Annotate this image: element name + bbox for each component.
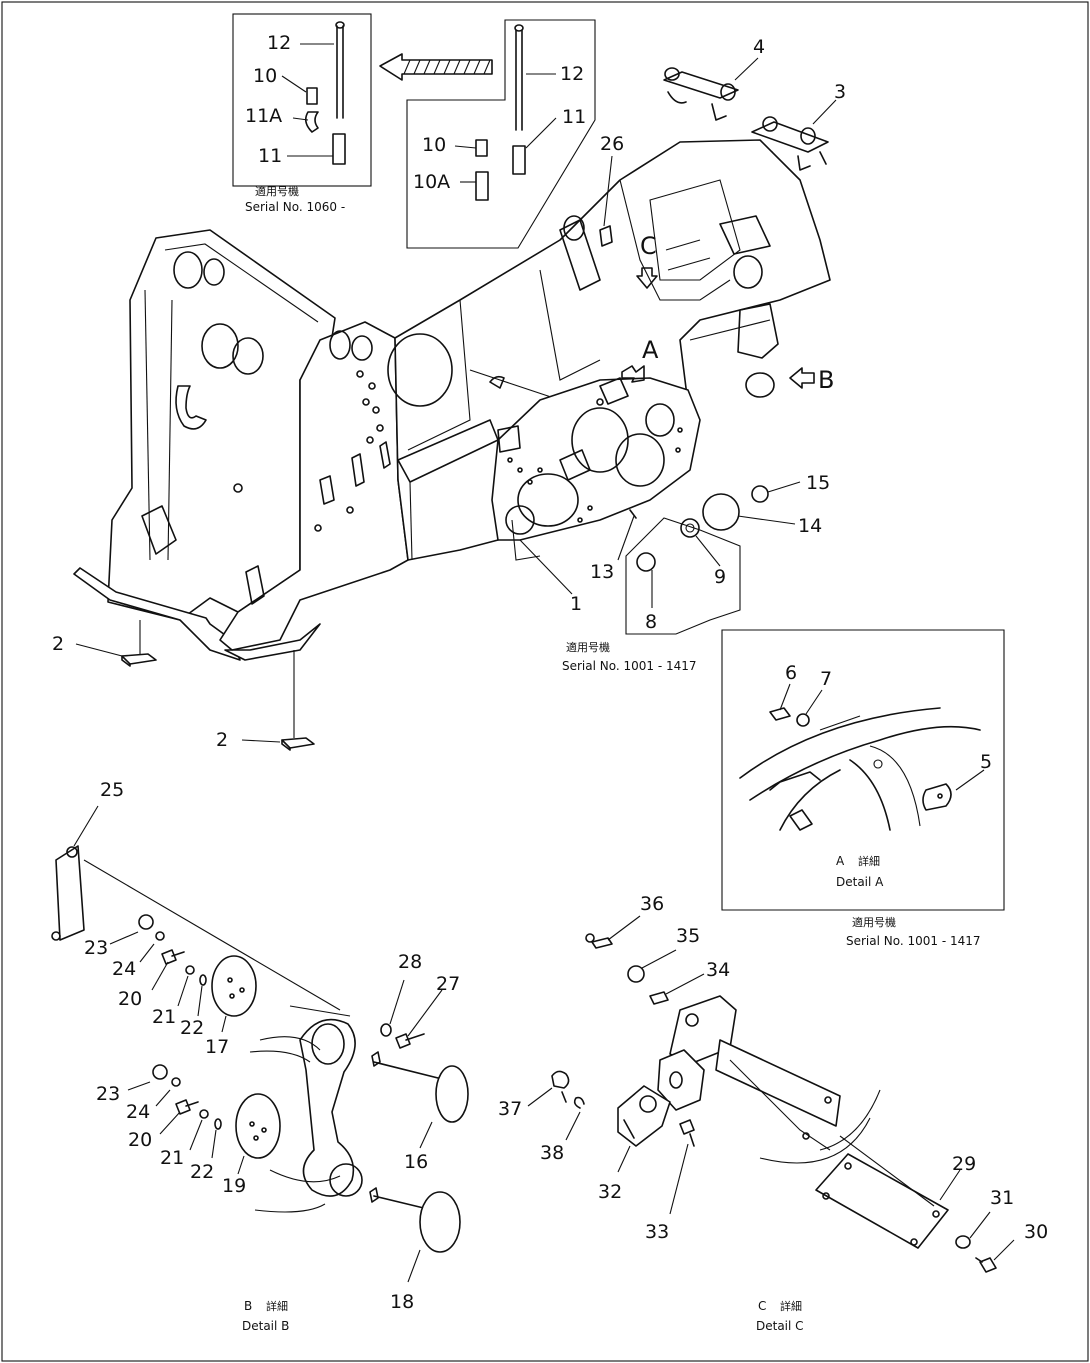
callout-23: 23	[96, 1083, 120, 1105]
serial-caption-1417: Serial No. 1001 - 1417	[562, 659, 697, 673]
svg-text:B: B	[818, 366, 834, 394]
callout-27: 27	[436, 973, 460, 995]
callout-32: 32	[598, 1181, 622, 1203]
callout-31: 31	[990, 1187, 1014, 1209]
detail-a-panel: 6 7 5 A 詳細 Detail A 適用号機 Serial No. 1001…	[721, 629, 1005, 948]
callout-12: 12	[560, 63, 584, 85]
callout-18: 18	[390, 1291, 414, 1313]
callout-23: 23	[84, 937, 108, 959]
callout-15: 15	[806, 472, 830, 494]
detail-b-caption: Detail B	[242, 1319, 289, 1333]
callout-17: 17	[205, 1036, 229, 1058]
callout-2: 2	[52, 633, 64, 655]
serial-1417-group: 8 9 適用号機 Serial No. 1001 - 1417	[562, 517, 741, 673]
callout-28: 28	[398, 951, 422, 973]
inset-rod-assembly: 12 11 10 10A	[406, 19, 596, 249]
callout-14: 14	[798, 515, 822, 537]
detail-a-letter: A	[836, 854, 845, 868]
applicable-label: 適用号機	[255, 184, 299, 198]
callout-36: 36	[640, 893, 664, 915]
svg-text:A: A	[642, 336, 659, 364]
pin-part-16: 16	[371, 1051, 469, 1173]
callout-13: 13	[590, 561, 614, 583]
callout-20: 20	[118, 988, 142, 1010]
callout-9: 9	[714, 566, 726, 588]
pad-part-2-a: 2	[52, 620, 157, 667]
pad-part-2-b: 2	[216, 650, 315, 751]
serial-caption-1060: Serial No. 1060 -	[245, 200, 345, 214]
callout-16: 16	[404, 1151, 428, 1173]
callout-19: 19	[222, 1175, 246, 1197]
callout-2: 2	[216, 729, 228, 751]
detail-a-jp: 詳細	[858, 854, 880, 868]
callout-34: 34	[706, 959, 730, 981]
callout-8: 8	[645, 611, 657, 633]
callout-10A: 10A	[413, 171, 450, 193]
detail-c-jp: 詳細	[780, 1299, 802, 1313]
detail-b-jp: 詳細	[266, 1299, 288, 1313]
callout-20: 20	[128, 1129, 152, 1151]
view-arrow-b-icon: B	[789, 366, 834, 394]
callout-30: 30	[1024, 1221, 1048, 1243]
callout-11A: 11A	[245, 105, 282, 127]
callout-5: 5	[980, 751, 992, 773]
callout-10: 10	[253, 65, 277, 87]
callout-12: 12	[267, 32, 291, 54]
bracket-part-4: 4	[663, 36, 765, 121]
applicable-label: 適用号機	[566, 640, 610, 654]
detail-c-panel: 29 31 30 32 33 37 38 36 35	[498, 893, 1048, 1333]
pin-part-18: 18	[369, 1187, 461, 1313]
inset-serial-1060: 12 10 11A 11 適用号機 Serial No. 1060 -	[232, 13, 372, 214]
callout-22: 22	[190, 1161, 214, 1183]
detail-a-caption: Detail A	[836, 875, 884, 889]
callout-25: 25	[100, 779, 124, 801]
svg-text:C: C	[640, 232, 657, 260]
callout-6: 6	[785, 662, 797, 684]
callout-3: 3	[834, 81, 846, 103]
detail-b-letter: B	[244, 1299, 252, 1313]
view-arrow-a-icon: A	[621, 336, 659, 383]
detail-c-caption: Detail C	[756, 1319, 804, 1333]
callout-11: 11	[258, 145, 282, 167]
hatched-arrow-icon	[379, 53, 493, 81]
seal-rings: 13 14 15	[590, 472, 830, 583]
callout-21: 21	[152, 1006, 176, 1028]
callout-10: 10	[422, 134, 446, 156]
callout-29: 29	[952, 1153, 976, 1175]
callout-1: 1	[570, 593, 582, 615]
callout-24: 24	[112, 958, 136, 980]
detail-b-panel: 25 17 19 16 18	[51, 779, 469, 1333]
callout-22: 22	[180, 1017, 204, 1039]
callout-4: 4	[753, 36, 765, 58]
callout-24: 24	[126, 1101, 150, 1123]
callout-35: 35	[676, 925, 700, 947]
serial-caption-1417: Serial No. 1001 - 1417	[846, 934, 981, 948]
callout-26: 26	[600, 133, 624, 155]
applicable-label: 適用号機	[852, 915, 896, 929]
detail-c-letter: C	[758, 1299, 766, 1313]
callout-33: 33	[645, 1221, 669, 1243]
callout-37: 37	[498, 1098, 522, 1120]
callout-7: 7	[820, 668, 832, 690]
view-arrow-c-icon: C	[636, 232, 658, 289]
callout-38: 38	[540, 1142, 564, 1164]
callout-11: 11	[562, 106, 586, 128]
callout-21: 21	[160, 1147, 184, 1169]
main-frame-assembly	[73, 139, 831, 661]
